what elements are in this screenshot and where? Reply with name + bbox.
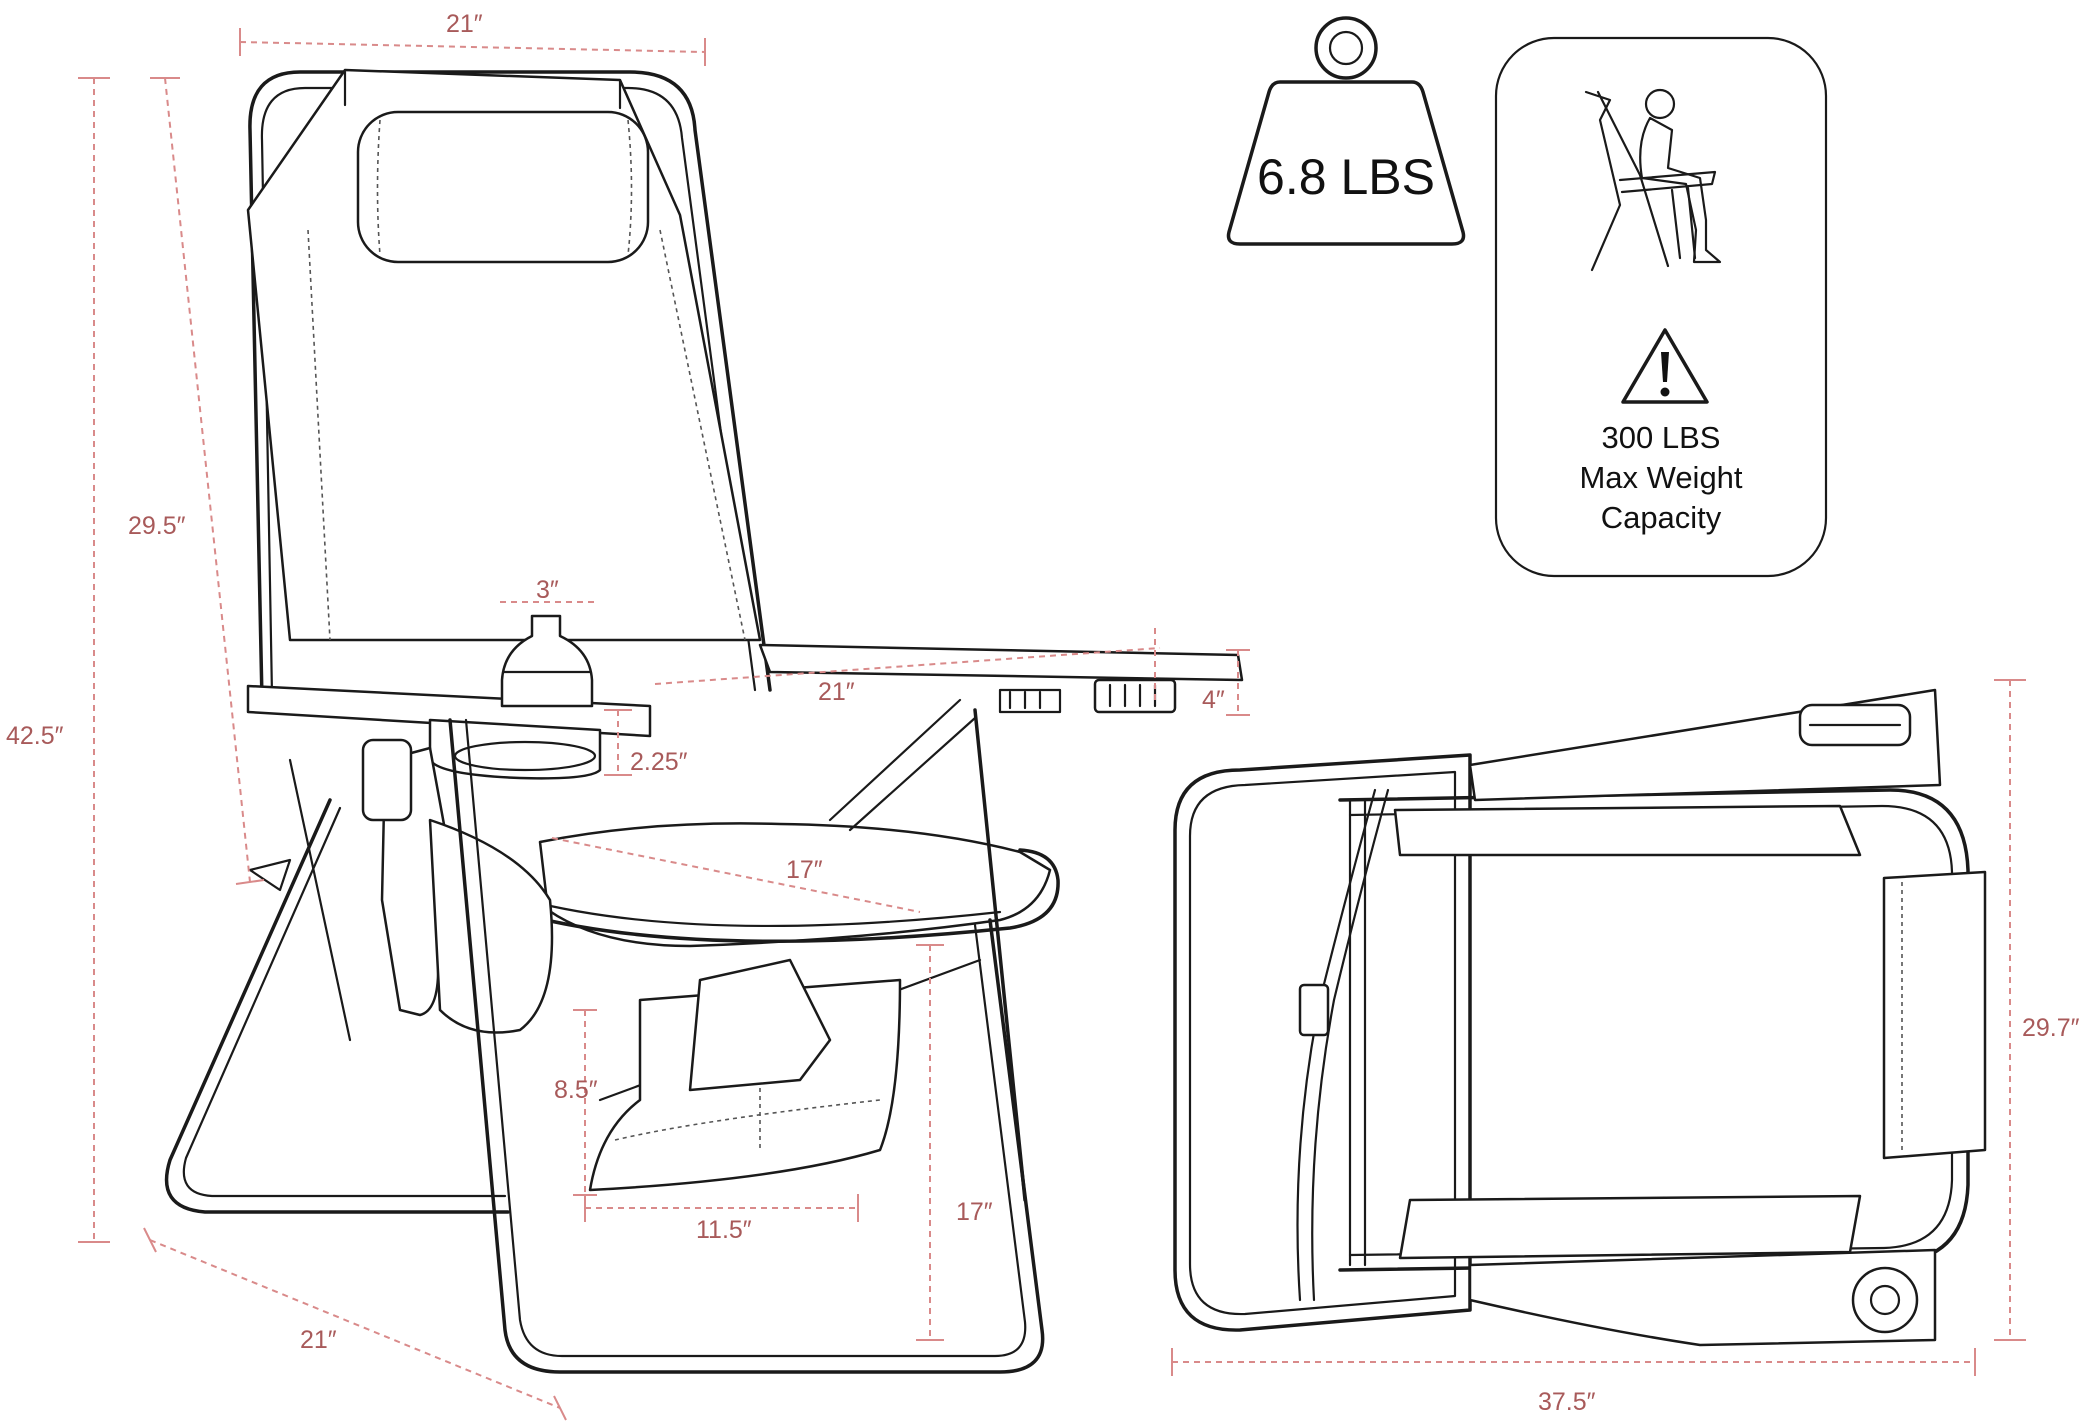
- dim-base-width: 21″: [300, 1326, 337, 1354]
- right-armrest: [758, 643, 1244, 682]
- capacity-badge-border: [1494, 36, 1828, 578]
- seated-person-icon: [1584, 88, 1722, 272]
- magazine: [688, 958, 832, 1092]
- folded-seat-band: [1398, 1194, 1862, 1260]
- capacity-line-2: Max Weight: [1579, 460, 1742, 495]
- dim-total-height: 42.5″: [6, 722, 64, 750]
- weight-badge-label: 6.8 LBS: [1257, 149, 1435, 205]
- dimension-lines: [78, 28, 2026, 1421]
- folded-chair-illustration: [1173, 688, 1987, 1347]
- weight-badge: 6.8 LBS: [1226, 16, 1466, 246]
- dim-armrest-height: 4″: [1202, 686, 1225, 714]
- dim-seat-depth: 17″: [786, 856, 823, 884]
- dim-folded-length: 37.5″: [1538, 1388, 1596, 1416]
- dim-armrest-length: 21″: [818, 678, 855, 706]
- water-bottle-icon: [500, 614, 594, 708]
- capacity-badge: 300 LBS Max Weight Capacity: [1494, 36, 1828, 578]
- capacity-line-3: Capacity: [1601, 500, 1722, 535]
- dim-pocket-width: 11.5″: [696, 1216, 752, 1244]
- folded-outer-frame: [1173, 753, 1472, 1332]
- seat-fabric: [538, 822, 1052, 948]
- dim-cupholder-depth: 2.25″: [630, 748, 688, 776]
- folded-bottom-plate: [1468, 1248, 1937, 1347]
- folded-side-band: [1882, 870, 1987, 1160]
- folded-backrest-band: [1393, 804, 1862, 857]
- weight-icon: [1226, 80, 1466, 246]
- dim-pocket-height: 8.5″: [554, 1076, 598, 1104]
- dim-back-height: 29.5″: [128, 512, 186, 540]
- backrest-frame: [248, 70, 772, 702]
- capacity-line-1: 300 LBS: [1602, 420, 1721, 455]
- front-leg-left: [448, 718, 1045, 1374]
- headrest-pillow: [356, 110, 650, 264]
- cup-holder: [428, 718, 602, 780]
- warning-icon: [1621, 328, 1709, 404]
- dim-bottle-width: 3″: [536, 576, 559, 604]
- dim-top-width: 21″: [446, 10, 483, 38]
- open-chair-illustration: [164, 68, 1244, 1374]
- dim-seat-height: 17″: [956, 1198, 993, 1226]
- folded-knob: [1851, 1266, 1919, 1334]
- rear-leg-frame: [164, 798, 510, 1214]
- front-leg-right: [973, 708, 1027, 1202]
- weight-ring-icon: [1314, 16, 1378, 80]
- dim-folded-height: 29.7″: [2022, 1014, 2080, 1042]
